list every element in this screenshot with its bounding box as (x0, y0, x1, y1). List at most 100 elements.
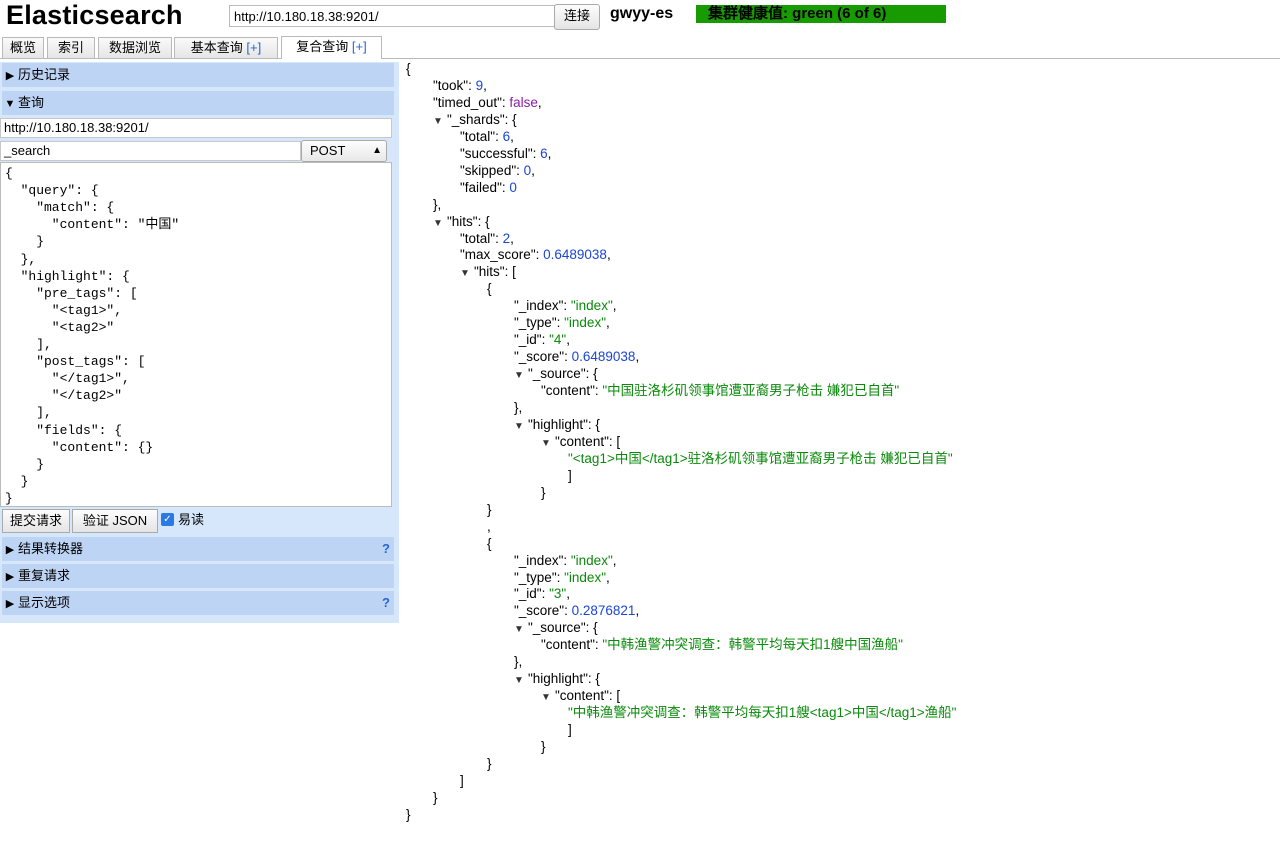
json-line: "_index": "index", (514, 552, 617, 569)
repeat-label: 重复请求 (18, 568, 71, 583)
collapse-triangle-icon[interactable]: ▼ (541, 437, 551, 449)
json-line: ] (568, 467, 572, 484)
json-token: }, (514, 654, 523, 670)
json-token: } (406, 806, 411, 822)
display-label: 显示选项 (18, 595, 71, 610)
collapse-triangle-icon[interactable]: ▼ (514, 675, 524, 687)
cluster-url-input[interactable] (229, 5, 557, 27)
json-line: "_type": "index", (514, 314, 610, 331)
json-token: , (605, 569, 610, 585)
json-token: "skipped": (460, 162, 524, 178)
json-token: "content": (541, 383, 603, 399)
json-token: "content": (541, 637, 603, 653)
json-line: ] (460, 772, 464, 789)
display-options-section[interactable]: ▶显示选项 ? (2, 591, 394, 615)
json-token: 9 (475, 77, 484, 93)
json-line: "max_score": 0.6489038, (460, 246, 611, 263)
server-url-field[interactable]: http://10.180.18.38:9201/ (0, 118, 392, 138)
json-line: ▼ "content": [ (541, 687, 620, 706)
history-section[interactable]: ▶历史记录 (2, 63, 394, 87)
json-line: ▼ "_source": { (514, 365, 598, 384)
json-token: { (406, 61, 411, 76)
query-line: "fields": { (5, 422, 123, 438)
json-line: "_score": 0.6489038, (514, 348, 639, 365)
json-token: , (483, 77, 487, 93)
json-token: "_source": { (528, 366, 598, 382)
json-token: "_id": (514, 332, 550, 348)
collapse-triangle-icon[interactable]: ▼ (514, 420, 524, 432)
json-token: "content": [ (555, 688, 621, 704)
json-line: "中韩渔警冲突调查：韩警平均每天扣1艘<tag1>中国</tag1>渔船" (568, 704, 956, 721)
submit-request-button[interactable]: 提交请求 (2, 509, 70, 533)
query-line: "<tag2>" (5, 319, 115, 335)
tab-label: 索引 (57, 40, 84, 55)
path-field[interactable]: _search (0, 141, 301, 161)
json-line: }, (514, 653, 522, 670)
collapse-triangle-icon[interactable]: ▼ (541, 692, 551, 704)
repeat-section[interactable]: ▶重复请求 (2, 564, 394, 588)
json-token: , (547, 145, 552, 161)
json-token: "中国驻洛杉矶领事馆遭亚裔男子枪击 嫌犯已自首" (602, 383, 900, 399)
validate-json-button[interactable]: 验证 JSON (72, 509, 158, 533)
transformer-section[interactable]: ▶结果转换器 ? (2, 537, 394, 561)
json-token: "index" (570, 298, 613, 314)
json-token: "_source": { (528, 620, 598, 636)
tab-browser[interactable]: 数据浏览 (98, 37, 172, 58)
json-token: } (433, 789, 438, 805)
json-token: "_score": (514, 603, 572, 619)
collapse-triangle-icon[interactable]: ▼ (433, 217, 443, 229)
json-token: } (487, 501, 492, 517)
help-icon[interactable]: ? (382, 595, 390, 610)
json-line: "_index": "index", (514, 297, 617, 314)
json-token: "took": (433, 77, 476, 93)
json-line: ▼"content": [ (541, 433, 620, 452)
json-token: "_id": (514, 586, 550, 602)
json-token: , (635, 349, 640, 365)
connect-button[interactable]: 连接 (554, 4, 600, 30)
json-token: }, (514, 400, 523, 415)
tab-indices[interactable]: 索引 (47, 37, 95, 58)
expand-triangle-icon: ▶ (5, 70, 15, 82)
json-token: 6 (540, 145, 548, 161)
collapse-triangle-icon[interactable]: ▼ (514, 370, 524, 382)
json-token: 0.6489038 (571, 349, 636, 365)
json-token: "中韩渔警冲突调查：韩警平均每天扣1艘中国渔船" (602, 637, 903, 653)
json-token: 6 (502, 128, 511, 144)
cluster-name: gwyy-es (610, 5, 674, 22)
json-line: "skipped": 0, (460, 162, 535, 179)
collapse-triangle-icon[interactable]: ▼ (460, 268, 470, 280)
collapse-triangle-icon[interactable]: ▼ (433, 115, 443, 127)
json-line: { (406, 60, 411, 77)
query-body-textarea[interactable]: { "query": { "match": { "content": "中国" … (0, 162, 392, 507)
json-line: "_id": "4", (514, 331, 570, 348)
json-token: } (541, 739, 546, 754)
json-line: "_score": 0.2876821, (514, 602, 639, 619)
json-token: } (541, 484, 546, 500)
json-line: "failed": 0 (460, 179, 517, 196)
query-line: "post_tags": [ (5, 354, 146, 370)
help-icon[interactable]: ? (382, 541, 390, 556)
json-token: "total": (460, 230, 503, 246)
json-token: 0 (509, 179, 517, 195)
query-line: ], (5, 337, 52, 352)
pretty-checkbox[interactable]: ✓ (161, 513, 174, 526)
json-token: } (487, 755, 492, 771)
json-token: "_shards": { (447, 111, 517, 127)
json-line: ▼"hits": { (433, 213, 490, 232)
json-token: "_type": (514, 569, 565, 585)
json-token: , (606, 247, 611, 263)
tab-add-icon[interactable]: [+] (351, 39, 367, 54)
query-section[interactable]: ▼查询 (2, 91, 394, 115)
method-select[interactable]: POST ▲ (301, 140, 387, 162)
json-token: }, (433, 196, 442, 212)
tab-basic-query[interactable]: 基本查询 [+] (174, 37, 278, 58)
json-line: } (406, 806, 411, 823)
collapse-triangle-icon[interactable]: ▼ (514, 624, 524, 636)
tab-compound-query[interactable]: 复合查询 [+] (281, 36, 382, 59)
json-line: "content": "中韩渔警冲突调查：韩警平均每天扣1艘中国渔船" (541, 636, 903, 653)
app-header: Elasticsearch 连接 gwyy-es 集群健康值: green (6… (0, 0, 1280, 34)
json-token: , (635, 603, 640, 619)
tab-add-icon[interactable]: [+] (246, 40, 262, 55)
tab-overview[interactable]: 概览 (2, 37, 44, 58)
json-line: ▼"highlight": { (514, 416, 600, 435)
